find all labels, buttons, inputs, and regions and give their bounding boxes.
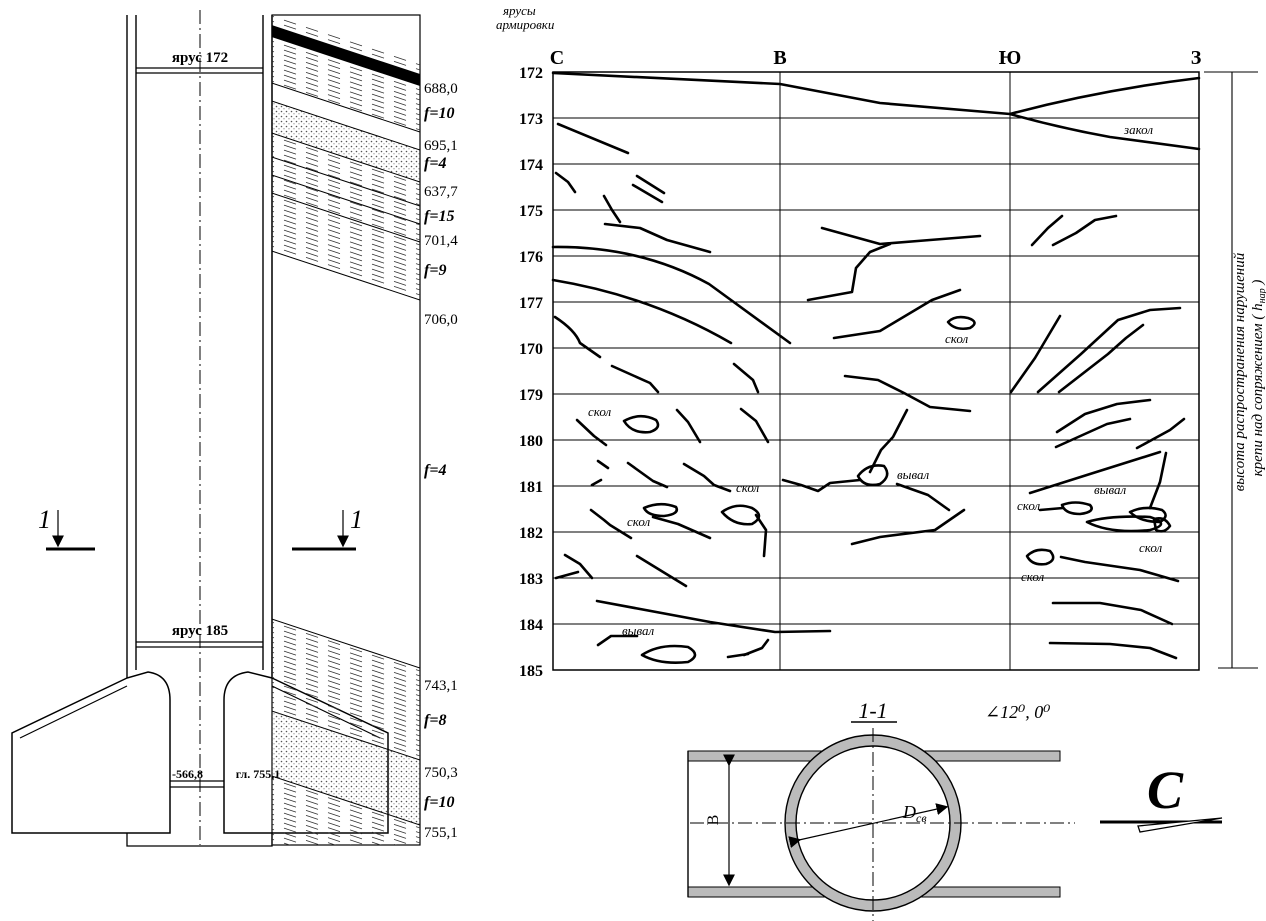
annotation-vyval: вывал [622,623,655,638]
hardness-label: f=9 [424,262,446,279]
direction-label: Ю [999,47,1022,69]
depth-label: 637,7 [424,184,458,200]
north-arrow: С [1100,760,1223,833]
chamber-label-right: гл. 755,1 [236,767,281,781]
plan-section-1-1: 1-1 ∠12⁰, 0⁰ Dсв B С [687,698,1223,921]
depth-label: 688,0 [424,81,458,97]
annotation-vyval: вывал [1094,482,1127,497]
north-letter: С [1147,760,1184,820]
shaft-section: ярус 172 ярус 185 -566,8 гл. 755,1 1 1 [11,10,389,847]
hardness-label: f=15 [424,208,454,225]
tier-label: 177 [519,295,543,312]
section-title: 1-1 [858,698,887,723]
annotation-skol: скол [1021,569,1045,584]
depth-label: 695,1 [424,138,458,154]
hardness-label: f=4 [424,462,446,479]
tier-label: 179 [519,387,543,404]
tier-axis-title-line1: ярусы [502,3,536,18]
scan-annotations: закол скол скол вывал скол скол вывал ск… [588,122,1163,638]
svg-text:Dсв: Dсв [902,802,927,825]
height-label-line2: крепи над сопряжением ( h [1250,303,1266,476]
tier-label: 174 [519,157,543,174]
tier-top-label: ярус 172 [172,50,228,66]
lining-damage-scan: ярусы армировки 172 173 174 175 176 177 170 179… [496,3,1266,680]
annotation-skol: скол [588,404,612,419]
width-label: B [705,815,722,826]
left-chamber [11,671,171,834]
height-bracket [1204,71,1258,669]
scan-grid-frame [552,71,1200,671]
annotation-skol: скол [627,514,651,529]
section-mark-left: 1 [38,505,95,551]
svg-text:крепи над сопряжением ( hнар ): крепи над сопряжением ( hнар ) [1250,280,1266,477]
diameter-label: D [902,802,916,822]
hardness-label: f=10 [424,105,454,122]
depth-label: 743,1 [424,678,458,694]
tier-label: 181 [519,479,543,496]
svg-text:1: 1 [38,505,51,534]
depth-label: 706,0 [424,312,458,328]
tier-label: 173 [519,111,543,128]
tier-label: 170 [519,341,543,358]
direction-label: С [550,47,564,69]
annotation-zakol: закол [1123,122,1153,137]
depth-label: 701,4 [424,233,458,249]
hardness-label: f=4 [424,155,446,172]
crack-lines [551,71,1201,664]
tier-label: 175 [519,203,543,220]
svg-text:1: 1 [350,505,363,534]
tier-label: 183 [519,571,543,588]
annotation-skol: скол [1139,540,1163,555]
depth-label: 750,3 [424,765,458,781]
tier-label: 176 [519,249,543,266]
section-angle: ∠12⁰, 0⁰ [985,702,1051,722]
direction-label: В [773,47,786,69]
annotation-skol: скол [736,480,760,495]
hardness-label: f=10 [424,794,454,811]
height-label-line1: высота распространения нарушений [1232,252,1248,491]
tier-label: 184 [519,617,543,634]
tier-label: 172 [519,65,543,82]
annotation-skol: скол [1017,498,1041,513]
depth-label: 755,1 [424,825,458,841]
section-mark-right: 1 [292,505,363,551]
tier-label: 185 [519,663,543,680]
annotation-skol: скол [945,331,969,346]
diameter-subscript: св [916,811,927,825]
direction-label: З [1191,47,1202,69]
rock-strata-column: 688,0f=10695,1f=4637,7f=15701,4f=9706,0f… [271,14,458,846]
height-label-sub: нар [1257,288,1266,303]
annotation-vyval: вывал [897,467,930,482]
right-chamber [223,671,389,834]
chamber-label-left: -566,8 [172,767,203,781]
tier-label: 182 [519,525,543,542]
hardness-label: f=8 [424,712,446,729]
tier-axis-title-line2: армировки [496,17,555,32]
tier-label: 180 [519,433,543,450]
tier-bottom-label: ярус 185 [172,623,228,639]
